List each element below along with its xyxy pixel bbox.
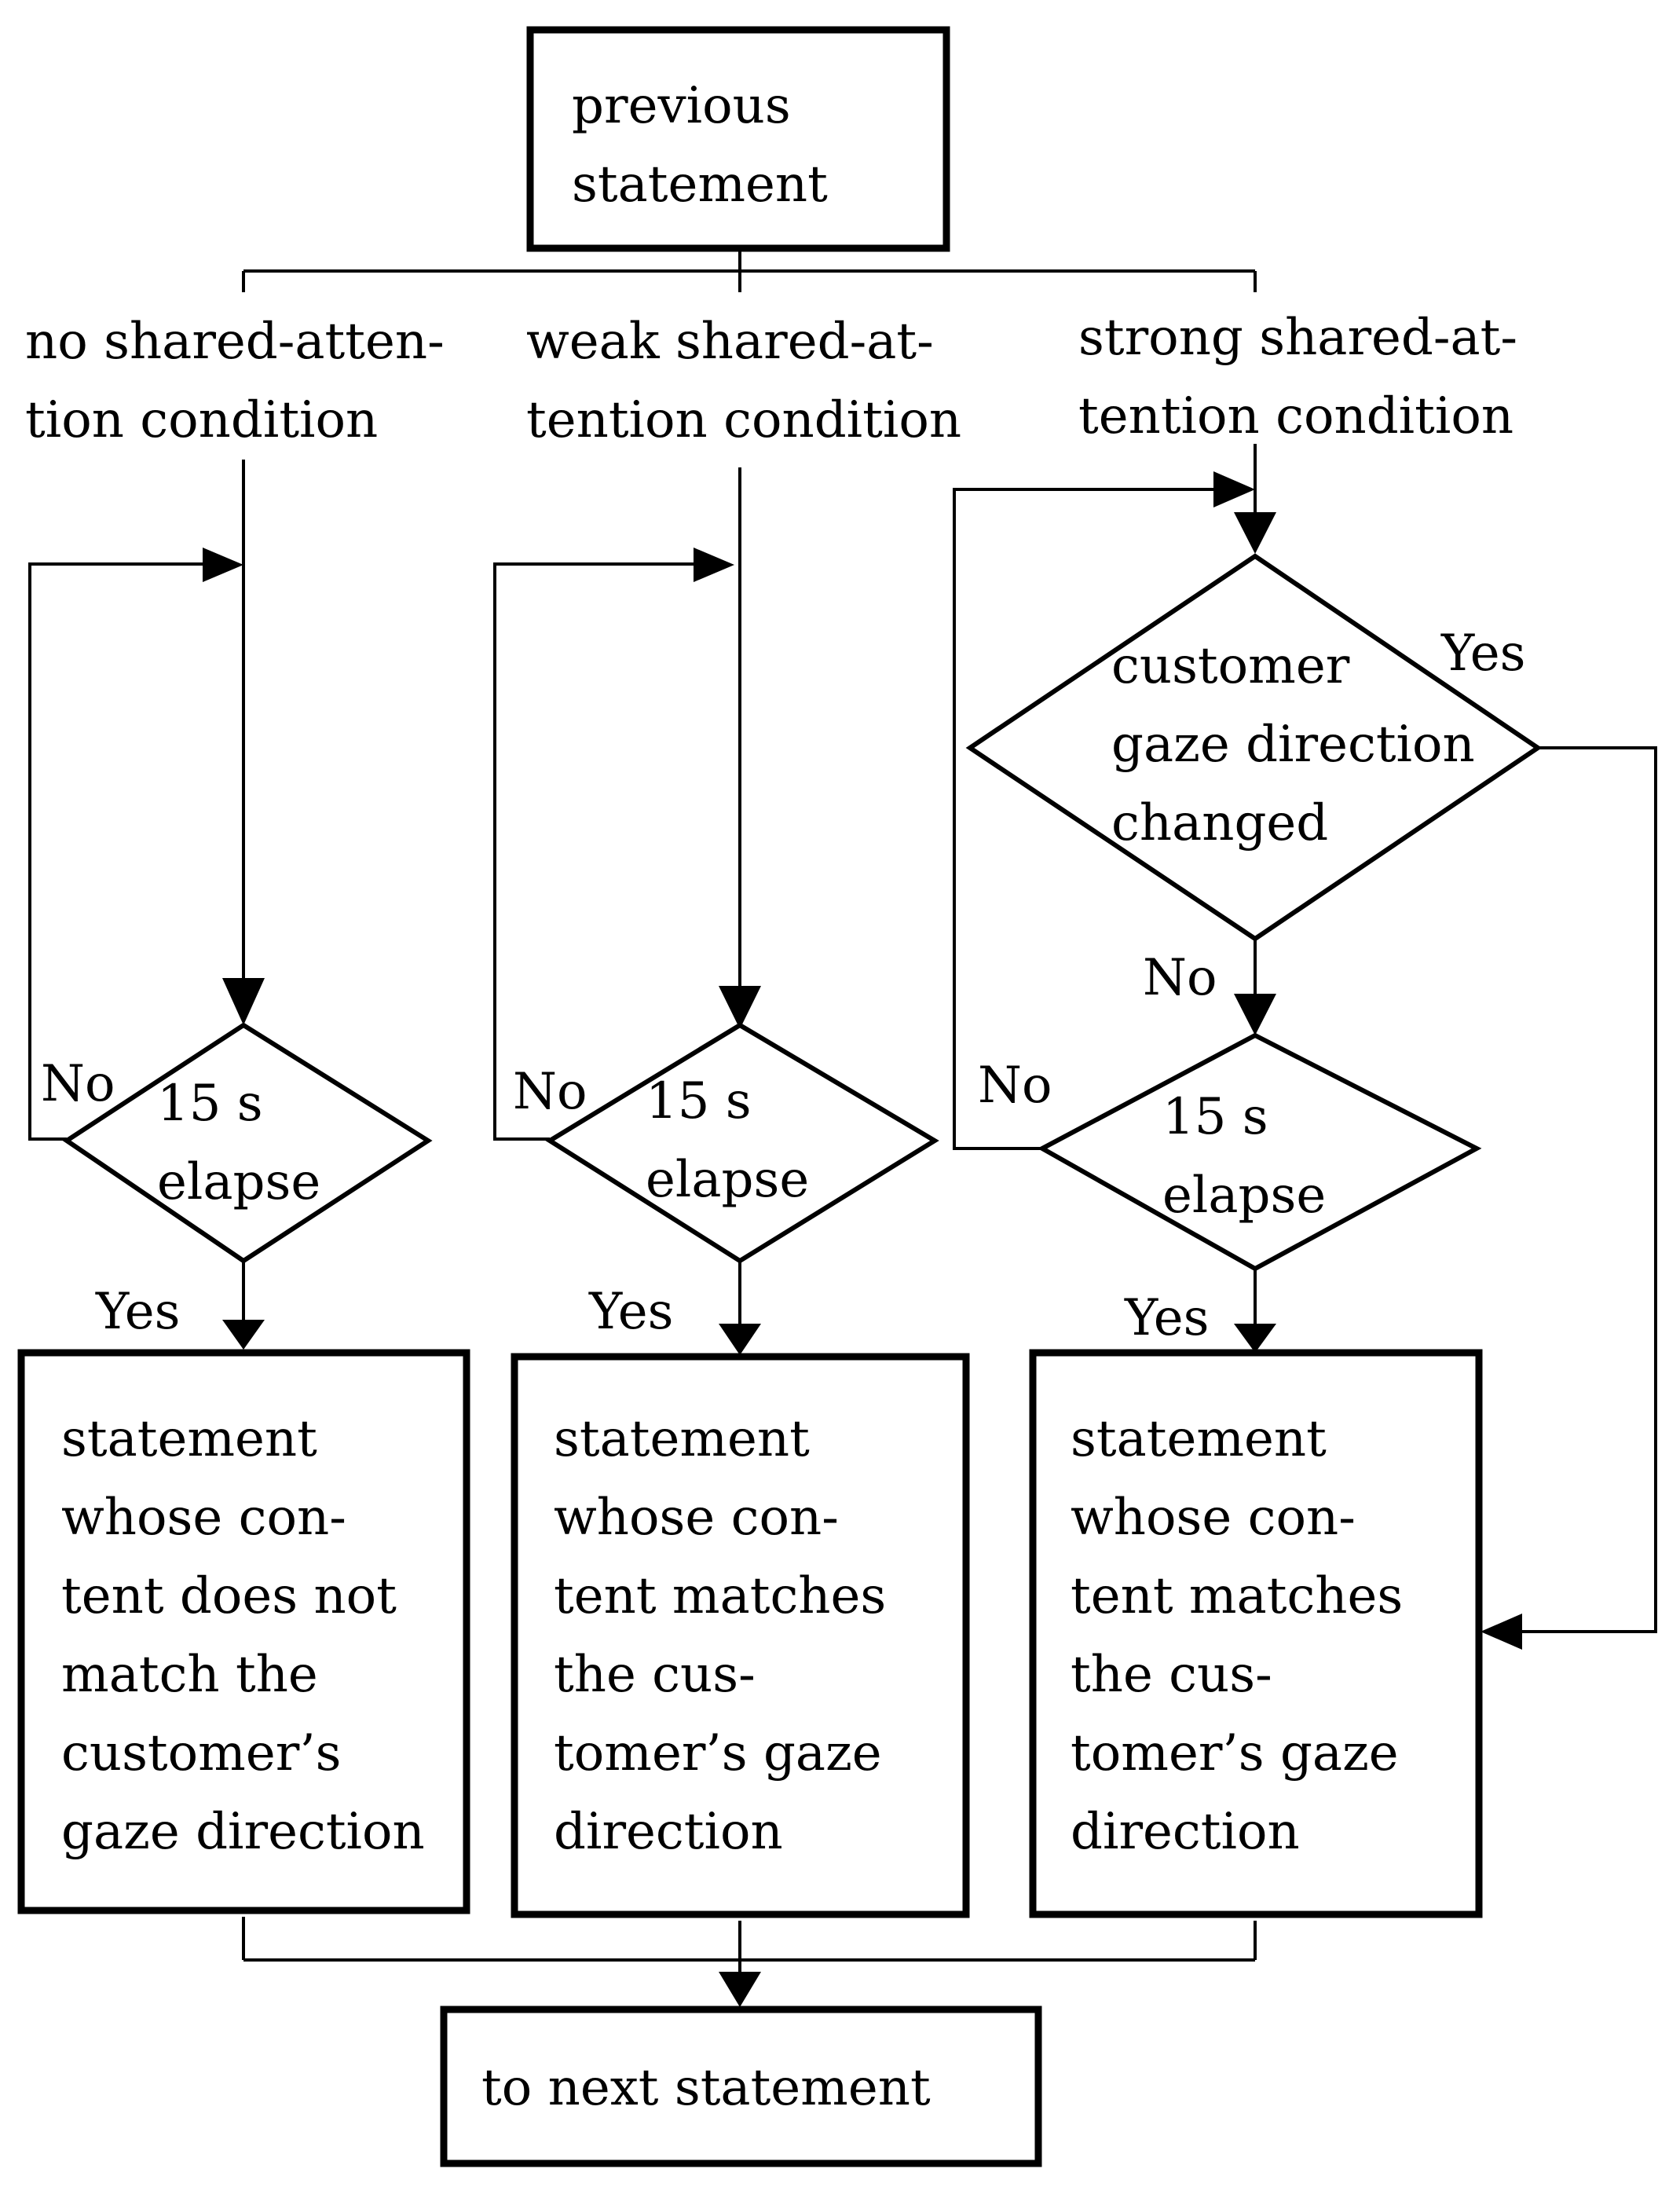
strong-shared-attention-label: strong shared-at- tention condition: [1078, 309, 1517, 445]
yes-label-strong: Yes: [1125, 1289, 1210, 1347]
arrow-heads: [203, 471, 1522, 2007]
matching-statement-box-weak: [511, 1353, 970, 1918]
previous-statement-label: previous statement: [572, 77, 828, 214]
yes-label-none: Yes: [96, 1283, 181, 1341]
no-label-strong: No: [978, 1057, 1052, 1115]
elapse-label-strong: 15 s elapse: [1162, 1088, 1327, 1225]
no-label-gaze: No: [1143, 949, 1217, 1007]
matching-statement-label-strong: statement whose con- tent matches the cu…: [1071, 1410, 1404, 1861]
yes-label-gaze: Yes: [1441, 625, 1526, 683]
connector-lines: [28, 236, 1657, 1972]
next-statement-label: to next statement: [481, 2059, 931, 2117]
matching-statement-box-strong: [1029, 1349, 1483, 1918]
elapse-decision-strong: [1037, 1032, 1482, 1272]
weak-shared-attention-label: weak shared-at- tention condition: [526, 313, 962, 449]
elapse-decision-weak: [545, 1022, 939, 1264]
matching-statement-label-weak: statement whose con- tent matches the cu…: [554, 1410, 887, 1861]
elapse-decision-none: [62, 1022, 433, 1264]
elapse-label-none: 15 s elapse: [157, 1075, 321, 1211]
previous-statement-box: [526, 26, 950, 252]
gaze-changed-label: customer gaze direction changed: [1111, 637, 1475, 852]
next-statement-box: [440, 2006, 1042, 2167]
elapse-label-weak: 15 s elapse: [646, 1072, 810, 1209]
non-matching-statement-label: statement whose con- tent does not match…: [61, 1410, 425, 1861]
no-label-weak: No: [513, 1063, 587, 1121]
non-matching-statement-box: [17, 1349, 470, 1914]
gaze-changed-decision: [965, 553, 1543, 942]
no-shared-attention-label: no shared-atten- tion condition: [25, 313, 445, 449]
yes-label-weak: Yes: [589, 1283, 674, 1341]
no-label-none: No: [41, 1055, 115, 1113]
